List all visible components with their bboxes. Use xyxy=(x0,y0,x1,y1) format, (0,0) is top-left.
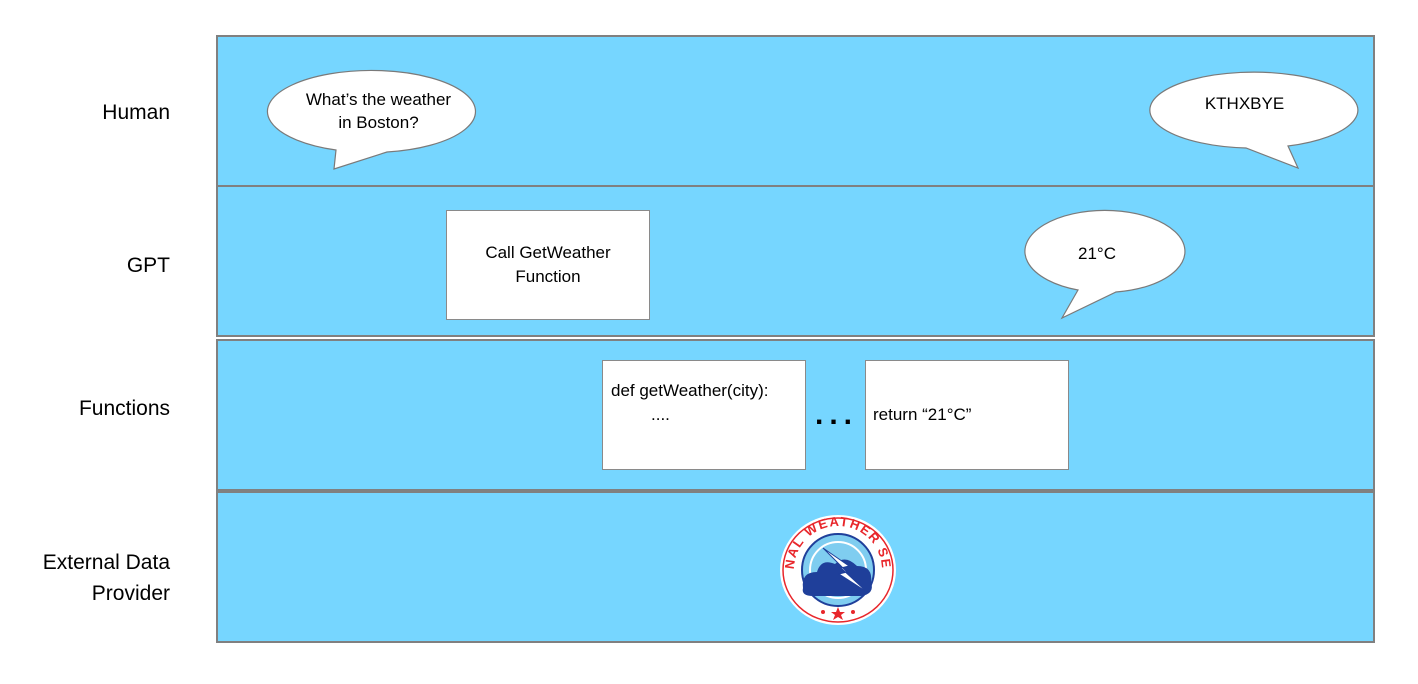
def-getweather-box: def getWeather(city): .... xyxy=(602,360,806,470)
answer-text: 21°C xyxy=(1018,220,1176,286)
def-line1: def getWeather(city): xyxy=(611,381,769,400)
question-line1: What’s the weather xyxy=(305,90,452,109)
lane-label-human: Human xyxy=(0,97,170,128)
lane-label-provider-line2: Provider xyxy=(91,582,170,605)
goodbye-label: KTHXBYE xyxy=(1204,93,1285,113)
lane-label-gpt-text: GPT xyxy=(126,254,170,277)
question-text: What’s the weather in Boston? xyxy=(276,75,481,147)
lane-label-human-text: Human xyxy=(102,101,170,124)
return-text: return “21°C” xyxy=(873,405,972,424)
return-box: return “21°C” xyxy=(865,360,1069,470)
call-line1: Call GetWeather xyxy=(485,243,611,262)
speech-bubble-answer xyxy=(1024,209,1186,320)
ellipsis-text: ... xyxy=(815,398,859,431)
speech-bubble-question xyxy=(266,69,477,170)
call-line2: Function xyxy=(515,267,581,286)
goodbye-text: KTHXBYE xyxy=(1142,72,1347,134)
question-line2: in Boston? xyxy=(338,113,419,132)
national-weather-service-logo-icon: NATIONAL WEATHER SERVICE xyxy=(779,514,896,625)
lane-label-provider-line1: External Data xyxy=(42,551,170,574)
lane-gpt xyxy=(216,185,1375,337)
lane-label-external-data-provider: External Data Provider xyxy=(0,547,170,609)
lane-label-gpt: GPT xyxy=(0,250,170,281)
answer-label: 21°C xyxy=(1078,243,1116,263)
lane-label-functions-text: Functions xyxy=(78,397,170,420)
ellipsis: ... xyxy=(815,400,858,430)
call-getweather-box: Call GetWeather Function xyxy=(446,210,650,320)
def-line2: .... xyxy=(651,405,670,424)
speech-bubble-goodbye xyxy=(1149,71,1359,170)
lane-label-functions: Functions xyxy=(0,393,170,424)
